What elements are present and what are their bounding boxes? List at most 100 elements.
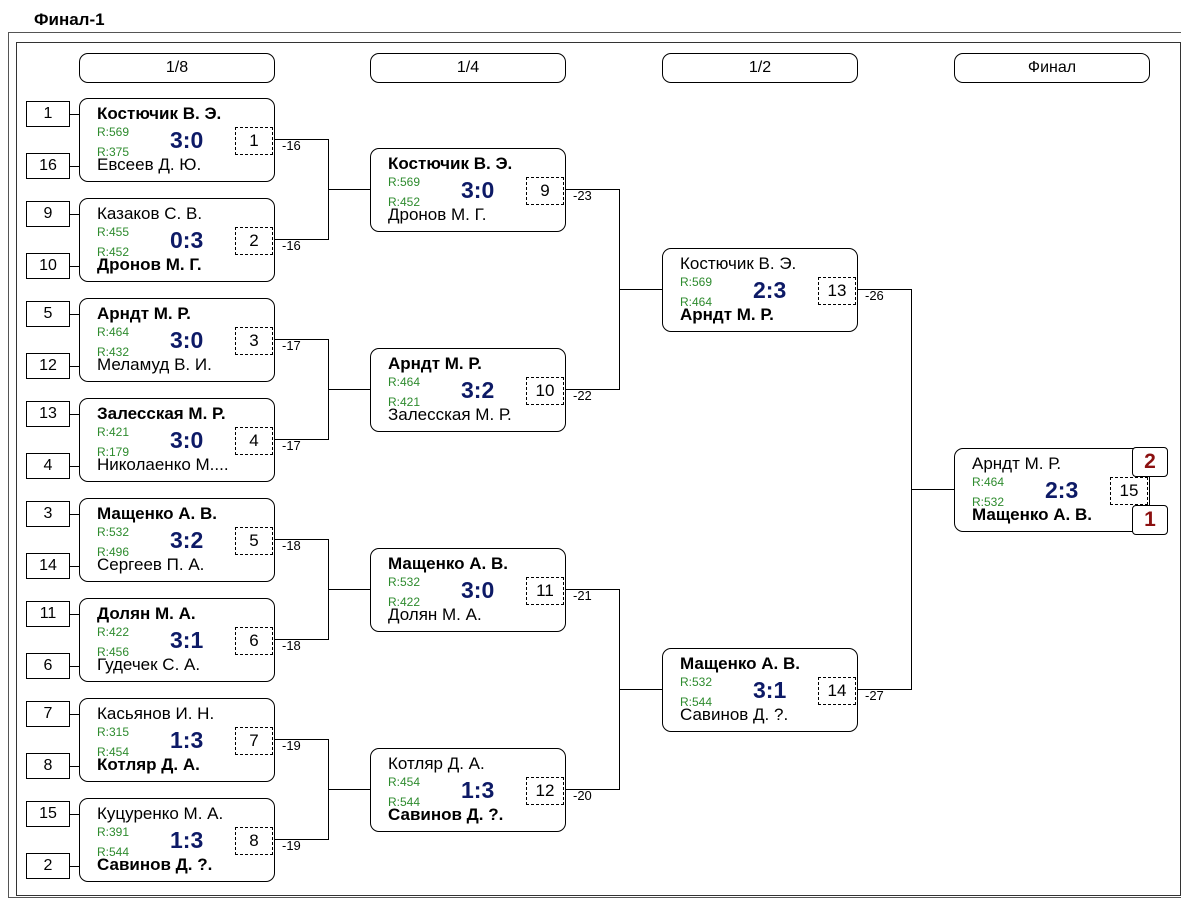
player-top-rating: R:569 xyxy=(680,275,713,289)
player-bottom-rating: R:544 xyxy=(680,695,713,709)
player-top-name: Залесская М. Р. xyxy=(97,404,226,423)
player-bottom-name: Меламуд В. И. xyxy=(97,355,212,374)
bracket-connector-line xyxy=(69,466,79,467)
bracket-connector-line xyxy=(274,739,328,740)
player-bottom-name: Дронов М. Г. xyxy=(97,255,202,274)
match-number: 11 xyxy=(526,577,564,605)
player-top-rating: R:422 xyxy=(97,625,130,639)
match-score: 3:1 xyxy=(170,627,204,653)
seed-box: 6 xyxy=(26,653,70,679)
bracket-connector-line xyxy=(565,589,619,590)
bracket-connector-line xyxy=(69,214,79,215)
match-score: 1:3 xyxy=(170,827,204,853)
bracket-connector-line xyxy=(565,789,619,790)
player-bottom-rating: R:432 xyxy=(97,345,130,359)
player-bottom-name: Гудечек С. А. xyxy=(97,655,201,674)
player-top-name: Костючик В. Э. xyxy=(680,254,797,273)
bracket-connector-line xyxy=(69,866,79,867)
player-top-rating: R:569 xyxy=(388,175,421,189)
loser-destination: -18 xyxy=(282,638,301,653)
round-header-1-4: 1/4 xyxy=(370,53,566,83)
bracket-connector-line xyxy=(274,339,328,340)
player-bottom-name: Долян М. А. xyxy=(388,605,482,624)
player-top-name: Арндт М. Р. xyxy=(972,454,1062,473)
bracket-connector-line xyxy=(565,389,619,390)
player-bottom-rating: R:452 xyxy=(388,195,421,209)
player-bottom-rating: R:452 xyxy=(97,245,130,259)
player-top-rating: R:464 xyxy=(972,475,1005,489)
player-bottom-rating: R:544 xyxy=(97,845,130,859)
final-place-top: 2 xyxy=(1132,447,1168,477)
loser-destination: -18 xyxy=(282,538,301,553)
loser-destination: -22 xyxy=(573,388,592,403)
player-top-name: Мащенко А. В. xyxy=(97,504,218,523)
match-score: 3:0 xyxy=(170,327,204,353)
match-score: 3:1 xyxy=(753,677,787,703)
player-bottom-name: Мащенко А. В. xyxy=(972,505,1093,524)
player-top-rating: R:532 xyxy=(97,525,130,539)
player-top-rating: R:421 xyxy=(97,425,130,439)
player-bottom-rating: R:464 xyxy=(680,295,713,309)
bracket-connector-line xyxy=(69,566,79,567)
bracket-connector-line xyxy=(69,714,79,715)
loser-destination: -17 xyxy=(282,338,301,353)
seed-box: 3 xyxy=(26,501,70,527)
match-number: 1 xyxy=(235,127,273,155)
final-place-bottom: 1 xyxy=(1132,505,1168,535)
match-score: 1:3 xyxy=(461,777,495,803)
match-score: 1:3 xyxy=(170,727,204,753)
seed-box: 10 xyxy=(26,253,70,279)
bracket-connector-line xyxy=(69,314,79,315)
title-bar: Финал-1 xyxy=(0,0,1181,34)
bracket-connector-line xyxy=(69,666,79,667)
loser-destination: -19 xyxy=(282,838,301,853)
seed-box: 11 xyxy=(26,601,70,627)
bracket-connector-line xyxy=(328,189,370,190)
seed-box: 1 xyxy=(26,101,70,127)
match-number: 9 xyxy=(526,177,564,205)
player-top-rating: R:532 xyxy=(680,675,713,689)
loser-destination: -23 xyxy=(573,188,592,203)
bracket-connector-line xyxy=(328,589,370,590)
player-top-rating: R:569 xyxy=(97,125,130,139)
bracket-connector-line xyxy=(328,389,370,390)
bracket-connector-line xyxy=(619,289,662,290)
player-top-name: Касьянов И. Н. xyxy=(97,704,215,723)
match-number: 15 xyxy=(1110,477,1148,505)
match-number: 4 xyxy=(235,427,273,455)
player-bottom-name: Савинов Д. ?. xyxy=(97,855,213,874)
player-bottom-rating: R:454 xyxy=(97,745,130,759)
player-bottom-rating: R:456 xyxy=(97,645,130,659)
bracket-connector-line xyxy=(857,289,911,290)
bracket-connector-line xyxy=(69,166,79,167)
bracket-connector-line xyxy=(69,266,79,267)
player-top-name: Костючик В. Э. xyxy=(97,104,222,123)
player-bottom-name: Николаенко М.... xyxy=(97,455,229,474)
match-score: 3:2 xyxy=(170,527,204,553)
seed-box: 14 xyxy=(26,553,70,579)
player-top-name: Арндт М. Р. xyxy=(388,354,482,373)
player-bottom-rating: R:532 xyxy=(972,495,1005,509)
bracket-connector-line xyxy=(69,814,79,815)
player-bottom-name: Савинов Д. ?. xyxy=(680,705,789,724)
bracket-connector-line xyxy=(69,514,79,515)
seed-box: 15 xyxy=(26,801,70,827)
player-top-rating: R:455 xyxy=(97,225,130,239)
seed-box: 9 xyxy=(26,201,70,227)
player-bottom-name: Савинов Д. ?. xyxy=(388,805,504,824)
